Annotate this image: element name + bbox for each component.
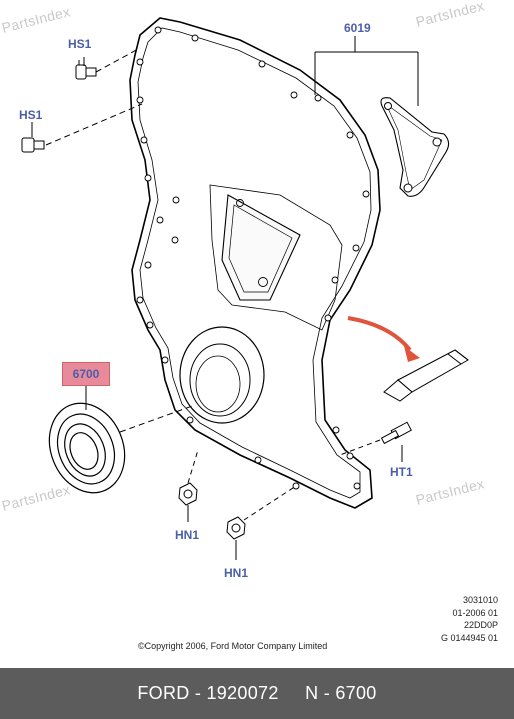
label-6019[interactable]: 6019 [344,21,371,35]
label-hs1-top[interactable]: HS1 [68,37,92,51]
footer-sep: - [189,683,207,703]
footer-bar: FORD - 1920072 N - 6700 [0,668,514,719]
bolt-hs1-left [21,137,45,153]
gasket-6019 [380,97,450,197]
label-hn1-bottom[interactable]: HN1 [224,566,249,580]
oil-seal-6700 [48,402,126,494]
footer-gap [279,683,306,704]
parts-diagram: PartsIndex PartsIndex PartsIndex PartsIn… [0,0,498,651]
drawing-code: 01-2006 01 [452,607,498,618]
drawing-code: 22DD0P [463,620,498,630]
application-arrow [347,316,412,352]
drawing-codes: 3031010 01-2006 01 22DD0P G 0144945 01 [441,594,498,644]
label-hn1-left[interactable]: HN1 [175,528,200,542]
sealant-tube [383,349,469,402]
nut-hn1-left [178,482,198,506]
bolt-holes [136,26,370,490]
copyright-notice: ©Copyright 2006, Ford Motor Company Limi… [138,641,328,651]
label-ht1[interactable]: HT1 [390,465,413,479]
label-6700-highlighted[interactable]: 6700 [62,362,110,386]
drawing-code: 3031010 [462,595,498,605]
raised-panel [209,184,343,331]
bolt-hs1-top [75,60,97,80]
footer-ref: N - 6700 [305,683,377,703]
drawing-code: G 0144945 01 [440,632,498,643]
footer-brand: FORD [137,683,190,703]
nut-hn1-bottom [226,516,246,540]
triangular-pocket [221,194,301,301]
footer-part-number: 1920072 [206,683,279,703]
timing-cover-drawing [21,17,469,560]
bracket-6019 [314,36,419,106]
label-hs1-left[interactable]: HS1 [19,108,43,122]
stud-ht1 [380,421,412,445]
gasket-line [137,27,372,499]
